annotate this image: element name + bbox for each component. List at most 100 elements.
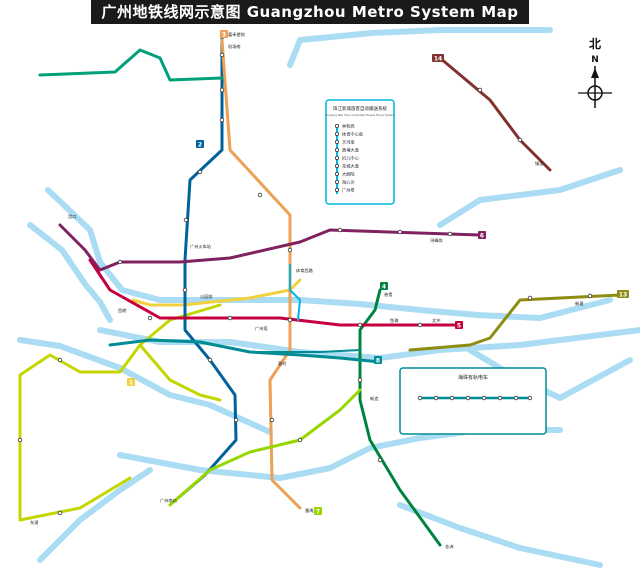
station-dot bbox=[377, 457, 383, 463]
station-dot bbox=[197, 169, 203, 175]
badge-label: 4 bbox=[382, 284, 386, 291]
badge-line-13 bbox=[617, 290, 629, 298]
apm-station: 广州塔 bbox=[342, 187, 355, 194]
apm-station: 大剧院 bbox=[342, 171, 355, 178]
stations bbox=[17, 52, 593, 516]
station-dot bbox=[219, 52, 225, 58]
station-label: 嘉禾望岗 bbox=[228, 31, 245, 38]
badge-line-5 bbox=[455, 321, 463, 329]
river-pearl-main bbox=[45, 187, 613, 321]
compass-label-cn: 北 bbox=[589, 36, 601, 51]
station-dot bbox=[57, 357, 63, 363]
river-ne bbox=[437, 167, 623, 228]
apm-legend-stations: 林和西 体育中心南 天河南 黄埔大道 妇儿中心 花城大道 大剧院 海心沙 广州塔 bbox=[334, 123, 363, 194]
station-dot bbox=[287, 247, 293, 253]
station-dot bbox=[227, 315, 233, 321]
line-tram bbox=[259, 349, 361, 353]
line-1 bbox=[131, 278, 302, 307]
station-dot bbox=[219, 87, 225, 93]
station-dot bbox=[447, 231, 453, 237]
station-label: 客村 bbox=[278, 360, 287, 367]
station-dot bbox=[337, 227, 343, 233]
apm-station: 妇儿中心 bbox=[342, 155, 360, 162]
station-label: 鱼珠 bbox=[390, 317, 399, 324]
station-dot bbox=[269, 417, 275, 423]
river-sw-branch bbox=[37, 467, 153, 563]
apm-station: 天河南 bbox=[342, 139, 355, 146]
apm-station: 花城大道 bbox=[342, 163, 360, 170]
map-title: 广州地铁线网示意图 Guangzhou Metro System Map bbox=[91, 0, 529, 24]
line-14 bbox=[438, 56, 552, 172]
station-dot bbox=[517, 137, 523, 143]
line-2 bbox=[176, 33, 238, 500]
badge-line-4 bbox=[380, 282, 388, 290]
station-label: 广州塔 bbox=[255, 325, 268, 332]
river-central bbox=[97, 327, 640, 361]
line-3 bbox=[220, 38, 302, 510]
line-4 bbox=[358, 288, 442, 547]
station-label: 东涌 bbox=[30, 519, 38, 525]
badge-label: 1 bbox=[129, 380, 133, 387]
badge-label: 13 bbox=[619, 292, 627, 299]
station-label: 浔峰岗 bbox=[430, 237, 443, 244]
badge-line-3 bbox=[220, 30, 228, 38]
station-label: 新塘 bbox=[575, 300, 583, 307]
apm-station: 海心沙 bbox=[342, 179, 355, 186]
badge-line-1 bbox=[127, 378, 135, 386]
station-dot bbox=[417, 322, 423, 328]
badge-label: 5 bbox=[457, 323, 461, 330]
tram-legend-title: 海珠有轨电车 bbox=[458, 374, 488, 381]
station-dot bbox=[357, 322, 363, 328]
river-south-west bbox=[17, 337, 273, 435]
apm-station: 黄埔大道 bbox=[342, 147, 360, 154]
apm-station: 体育中心南 bbox=[342, 131, 363, 138]
station-dot bbox=[257, 192, 263, 198]
line-apm bbox=[289, 264, 301, 321]
station-dot bbox=[182, 287, 188, 293]
station-label: 广州火车站 bbox=[190, 243, 211, 250]
badge-label: 8 bbox=[376, 358, 380, 365]
station-label: 体育西路 bbox=[296, 267, 314, 274]
river-west-loop bbox=[27, 222, 113, 323]
badge-label: 3 bbox=[222, 32, 226, 39]
line-badges: 3 2 1 4 5 6 7 8 13 14 bbox=[127, 30, 629, 516]
station-dot bbox=[397, 229, 403, 235]
station-label: 镇龙 bbox=[535, 160, 544, 167]
badge-label: 14 bbox=[434, 56, 442, 63]
station-dot bbox=[147, 315, 153, 321]
station-label: 香雪 bbox=[384, 291, 392, 298]
river-north bbox=[287, 27, 553, 68]
badge-line-2 bbox=[196, 140, 204, 148]
badge-label: 2 bbox=[198, 142, 202, 149]
station-dot bbox=[527, 295, 533, 301]
station-label: 新造 bbox=[370, 395, 379, 402]
metro-lines bbox=[18, 33, 622, 547]
station-label: 西朗 bbox=[118, 307, 126, 314]
badge-label: 6 bbox=[480, 233, 484, 240]
station-dot bbox=[287, 317, 293, 323]
station-dot bbox=[117, 259, 123, 265]
station-label: 金洲 bbox=[445, 543, 453, 549]
badge-line-6 bbox=[478, 231, 486, 239]
compass-label-en: N bbox=[591, 55, 599, 65]
station-label: 公园前 bbox=[200, 293, 213, 300]
station-label: 广州南站 bbox=[160, 497, 177, 504]
apm-legend-subtitle: Zhujiang New Town Automated People Mover… bbox=[325, 113, 395, 117]
line-guangfo bbox=[18, 303, 222, 522]
station-label: 番禺广场 bbox=[305, 507, 322, 514]
station-label: 机场南 bbox=[228, 43, 241, 50]
badge-line-7 bbox=[314, 507, 322, 515]
station-label: 文冲 bbox=[432, 317, 440, 324]
station-dot bbox=[587, 293, 593, 299]
badge-line-8 bbox=[374, 356, 382, 364]
station-dot bbox=[207, 357, 213, 363]
station-dot bbox=[477, 87, 483, 93]
station-dot bbox=[233, 417, 239, 423]
line-8 bbox=[108, 338, 382, 364]
station-dot bbox=[357, 377, 363, 383]
apm-legend-title: 珠江新城旅客自动输送系统 bbox=[333, 105, 387, 112]
river-far-south bbox=[397, 502, 603, 568]
station-dot bbox=[17, 437, 23, 443]
badge-line-14 bbox=[432, 54, 444, 62]
